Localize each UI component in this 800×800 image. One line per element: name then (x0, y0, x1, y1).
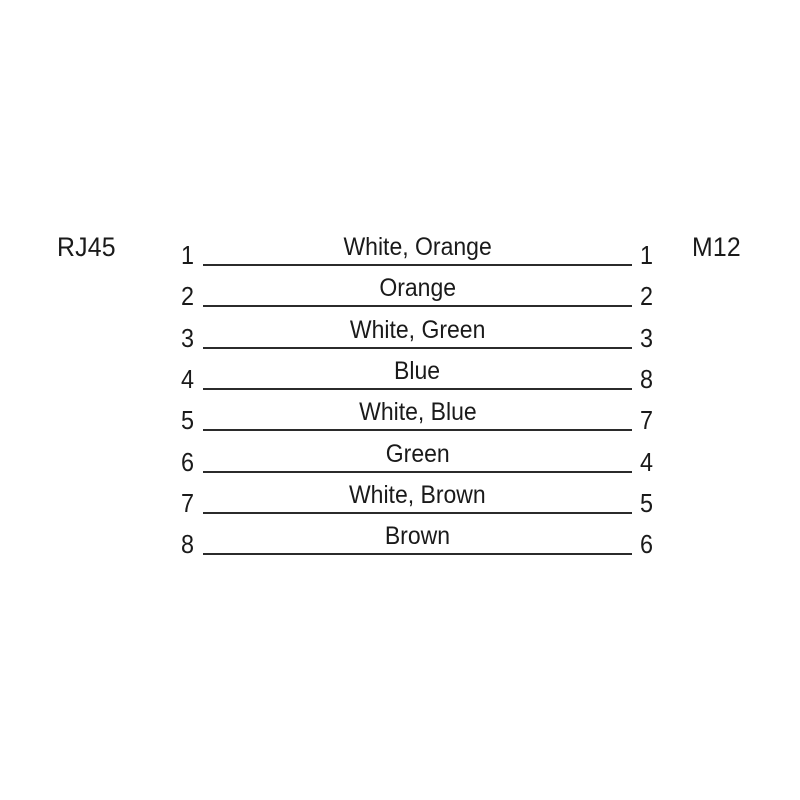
pin-number-right: 8 (640, 363, 654, 394)
wire-color-label: Blue (203, 356, 632, 385)
pin-number-right: 4 (640, 446, 654, 477)
wire-color-label-text: White, Orange (343, 233, 492, 261)
wire-line (203, 429, 632, 432)
wire-color-label: Green (203, 439, 632, 468)
pin-number-left: 2 (180, 281, 194, 312)
pin-number-left: 1 (180, 240, 194, 270)
wire-color-label: Brown (203, 524, 632, 549)
pin-number-right: 6 (640, 529, 654, 560)
pin-number-right: 2 (640, 281, 654, 312)
wire-line (203, 470, 632, 473)
wire-line (203, 553, 632, 556)
wire-color-label-text: Orange (379, 274, 456, 303)
pin-number-left: 8 (180, 529, 194, 560)
pin-number-right: 5 (640, 487, 654, 518)
pin-number-right: 3 (640, 322, 654, 353)
wire-color-label-text: Brown (384, 522, 451, 551)
pin-number-left: 5 (180, 405, 194, 436)
wire-line (203, 387, 632, 390)
wire-color-label-text: Blue (394, 356, 441, 385)
wire-color-label-text: Green (385, 439, 450, 468)
pin-number-right: 1 (640, 240, 654, 270)
wire-color-label-text: White, Green (349, 315, 486, 344)
wire-color-label-text: White, Blue (358, 398, 477, 427)
pin-number-right: 7 (640, 405, 654, 436)
wire-line (203, 305, 632, 308)
wire-color-label: White, Brown (203, 480, 632, 509)
pin-number-left: 6 (180, 446, 194, 477)
wire-line (203, 264, 632, 266)
wire-line (203, 346, 632, 349)
pin-number-left: 3 (180, 322, 194, 353)
wire-color-label-text: White, Brown (349, 480, 486, 509)
wire-color-label: Orange (203, 276, 632, 301)
pin-number-left: 7 (180, 487, 194, 518)
wire-color-label: White, Green (203, 315, 632, 344)
wire-color-label: White, Orange (203, 235, 632, 260)
wire-color-label: White, Blue (203, 400, 632, 425)
wire-line (203, 511, 632, 514)
connector-label-right: M12 (692, 232, 741, 262)
pin-number-left: 4 (180, 363, 194, 394)
connector-label-left: RJ45 (57, 232, 116, 262)
